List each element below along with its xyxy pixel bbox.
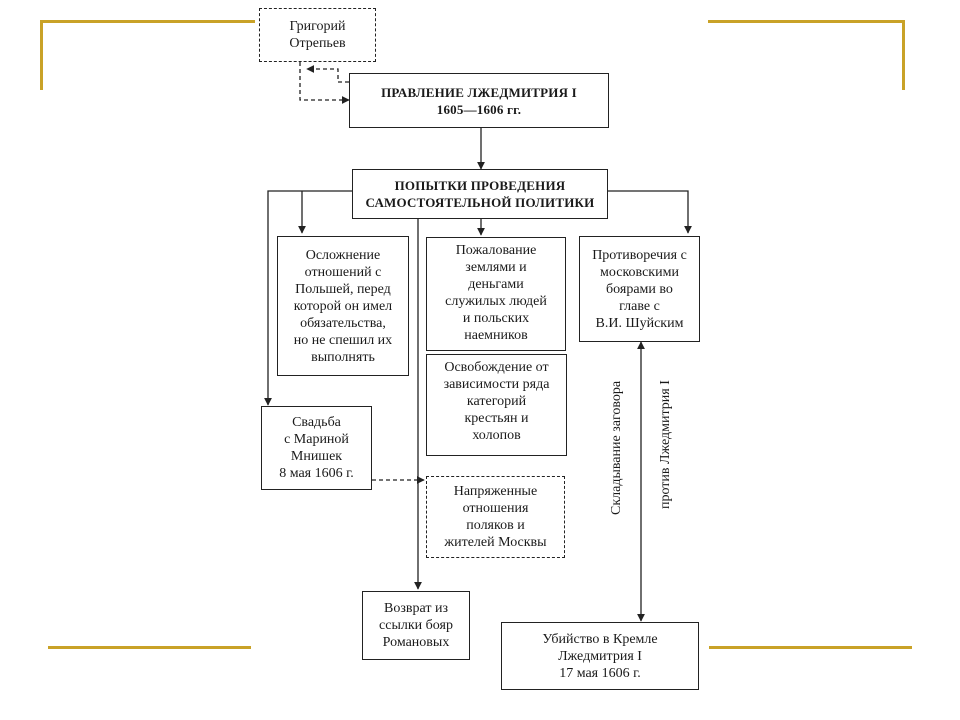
tension-box: Напряженные отношения поляков и жителей …	[426, 476, 565, 558]
murder-box: Убийство в Кремле Лжедмитрия I 17 мая 16…	[501, 622, 699, 690]
decor-line-bottom-right	[709, 646, 912, 649]
link-otrepiev-to-reign	[299, 62, 350, 104]
decor-line-top-left	[40, 20, 255, 23]
reign-box: ПРАВЛЕНИЕ ЛЖЕДМИТРИЯ I 1605—1606 гг.	[349, 73, 609, 128]
wedding-box: Свадьба с Мариной Мнишек 8 мая 1606 г.	[261, 406, 372, 490]
decor-line-bottom-left	[48, 646, 251, 649]
decor-line-top-right	[708, 20, 905, 23]
poland-box: Осложнение отношений с Польшей, перед ко…	[277, 236, 409, 376]
link-policy-to-boyars	[608, 190, 692, 234]
grant-box: Пожалование землями и деньгами служилых …	[426, 237, 566, 351]
romanov-box: Возврат из ссылки бояр Романовых	[362, 591, 470, 660]
boyars-box: Противоречия с московскими боярами во гл…	[579, 236, 700, 342]
conspiracy-label: Складывание заговора	[609, 380, 624, 515]
link-reign-to-otrepiev	[306, 65, 349, 83]
against-label: против Лжедмитрия I	[658, 380, 673, 509]
decor-line-left-vertical	[40, 20, 43, 90]
otrepiev-box: Григорий Отрепьев	[259, 8, 376, 62]
release-box: Освобождение от зависимости ряда категор…	[426, 354, 567, 456]
decor-line-right-vertical	[902, 20, 905, 90]
link-policy-to-wedding	[264, 190, 352, 406]
policy-box: ПОПЫТКИ ПРОВЕДЕНИЯ САМОСТОЯТЕЛЬНОЙ ПОЛИТ…	[352, 169, 608, 219]
